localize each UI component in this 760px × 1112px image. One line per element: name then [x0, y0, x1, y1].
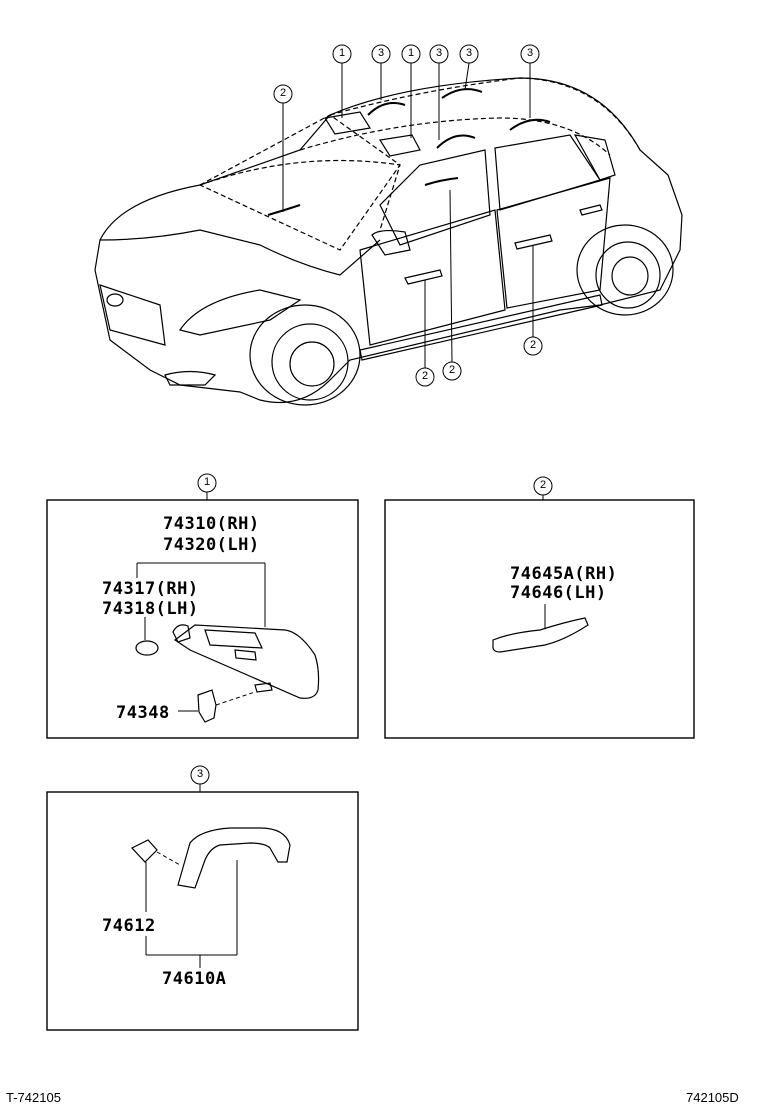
- headlight: [179, 289, 302, 336]
- part-number-74348: 74348: [116, 703, 170, 723]
- part-number-74610A: 74610A: [162, 969, 227, 989]
- front-wheel-hub: [289, 341, 335, 387]
- visor-clip-part: [197, 689, 217, 723]
- front-door-handle: [404, 269, 443, 285]
- visor-mirror: [204, 629, 263, 649]
- part-number-74612: 74612: [102, 916, 156, 936]
- part-number-74645A: 74645A(RH): [510, 564, 618, 584]
- car-callout-3a: 3: [377, 47, 385, 59]
- sun-visor-lh: [379, 134, 421, 157]
- assist-grip-2: [441, 88, 483, 99]
- door-handle-part: [492, 617, 589, 653]
- assist-grip-4: [509, 118, 551, 131]
- car-callout-3d: 3: [526, 47, 534, 59]
- panel1-number: 1: [203, 476, 211, 488]
- car-leader-lines: [282, 62, 534, 368]
- car-callout-circles: [273, 44, 543, 387]
- car-callout-2d: 2: [529, 339, 537, 351]
- interior-handle-door: [424, 177, 459, 186]
- rear-door-handle: [514, 234, 553, 250]
- assist-grip-part: [177, 827, 291, 889]
- car-callout-2a: 2: [279, 87, 287, 99]
- footer-figure-id: 742105D: [686, 1090, 739, 1105]
- front-window: [379, 149, 491, 246]
- emblem: [106, 293, 124, 307]
- side-mirror: [371, 229, 411, 256]
- footer-diagram-id: T-742105: [6, 1090, 61, 1105]
- panel3-number: 3: [196, 768, 204, 780]
- grille: [99, 284, 166, 346]
- car-callout-1b: 1: [407, 47, 415, 59]
- windshield: [198, 114, 401, 251]
- assist-grip-3: [436, 134, 476, 149]
- panel2-number: 2: [539, 479, 547, 491]
- visor-clip-slot: [254, 682, 273, 693]
- hood-line: [199, 159, 401, 231]
- car-callout-2c: 2: [448, 364, 456, 376]
- panel3-frame: [46, 791, 359, 1031]
- front-door: [359, 209, 506, 346]
- rear-wheel-arch: [576, 224, 674, 316]
- car-callout-3c: 3: [465, 47, 473, 59]
- hood-front: [99, 229, 381, 276]
- quarter-window: [573, 134, 616, 181]
- grip-cap-part: [131, 839, 158, 863]
- assist-grip-1: [367, 102, 406, 116]
- part-number-74320: 74320(LH): [163, 535, 260, 555]
- part-number-74646: 74646(LH): [510, 583, 607, 603]
- front-wheel: [271, 323, 349, 401]
- roof-line: [329, 77, 641, 151]
- car-callout-2b: 2: [421, 370, 429, 382]
- part-number-74318: 74318(LH): [102, 599, 199, 619]
- roof-inner-line: [299, 117, 611, 156]
- rear-wheel-hub: [611, 256, 649, 296]
- sun-visor-rh: [324, 111, 371, 135]
- visor-holder-cap: [135, 640, 159, 656]
- car-callout-1a: 1: [338, 47, 346, 59]
- sun-visor-part: [173, 624, 320, 699]
- front-wheel-arch: [249, 304, 361, 406]
- visor-slot: [234, 649, 257, 661]
- part-number-74310: 74310(RH): [163, 514, 260, 534]
- rear-wheel: [595, 241, 661, 309]
- panel1-frame: [46, 499, 359, 739]
- panel2-frame: [384, 499, 695, 739]
- visor-pivot: [172, 624, 191, 643]
- rear-body-handle: [579, 204, 603, 216]
- side-sill: [359, 294, 603, 361]
- car-callout-3b: 3: [435, 47, 443, 59]
- interior-handle-front: [267, 204, 301, 216]
- rear-door: [496, 177, 611, 309]
- rear-window: [494, 134, 601, 211]
- part-number-74317: 74317(RH): [102, 579, 199, 599]
- fog-light: [164, 370, 217, 386]
